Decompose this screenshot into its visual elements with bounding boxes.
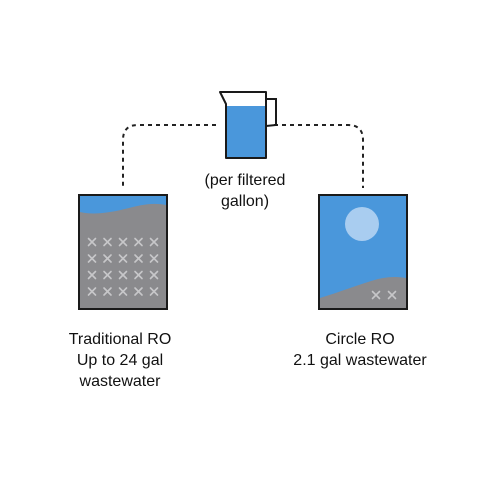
pitcher-icon (219, 91, 277, 159)
x-mark (103, 254, 112, 263)
x-mark (134, 254, 143, 263)
left-tank-outline (78, 194, 168, 310)
x-mark (149, 287, 159, 296)
left-tank-water (80, 196, 166, 214)
left-connector-line (122, 124, 216, 188)
pitcher-handle (265, 98, 277, 127)
traditional-ro-amount: Up to 24 gal (76, 352, 164, 369)
right-tank-x-marks (371, 290, 397, 300)
x-mark (387, 290, 397, 300)
x-mark (87, 254, 97, 263)
x-mark (103, 270, 112, 280)
x-mark (118, 287, 128, 296)
x-mark (87, 270, 97, 280)
circle-ro-caption: Circle RO 2.1 gal wastewater (280, 329, 440, 371)
traditional-ro-unit: wastewater (79, 373, 161, 390)
traditional-ro-title: Traditional RO (68, 331, 172, 348)
x-mark (103, 287, 112, 296)
x-mark (118, 237, 128, 247)
traditional-ro-caption: Traditional RO Up to 24 gal wastewater (40, 329, 200, 392)
pitcher-caption-line-1: (per filtered (204, 172, 286, 189)
circle-ro-tank-icon (318, 194, 408, 310)
x-mark (134, 270, 143, 280)
x-mark (149, 254, 159, 263)
x-mark (149, 237, 159, 247)
right-tank-outline (318, 194, 408, 310)
pitcher-water (226, 106, 266, 158)
circle-ro-title: Circle RO (325, 331, 395, 348)
right-tank-waste (320, 277, 406, 308)
x-mark (134, 237, 143, 247)
x-mark (149, 270, 159, 280)
left-tank-x-marks (87, 237, 159, 296)
right-tank-bubble (345, 207, 379, 241)
x-mark (87, 237, 97, 247)
pitcher-body (219, 91, 267, 159)
pitcher-caption: (per filtered gallon) (180, 170, 310, 212)
x-mark (371, 290, 381, 300)
x-mark (87, 287, 97, 296)
x-mark (118, 270, 128, 280)
x-mark (118, 254, 128, 263)
x-mark (103, 237, 112, 247)
right-connector-line (274, 124, 364, 188)
circle-ro-amount: 2.1 gal wastewater (293, 352, 427, 369)
x-mark (134, 287, 143, 296)
pitcher-caption-line-2: gallon) (220, 193, 270, 210)
traditional-ro-tank-icon (78, 194, 168, 310)
